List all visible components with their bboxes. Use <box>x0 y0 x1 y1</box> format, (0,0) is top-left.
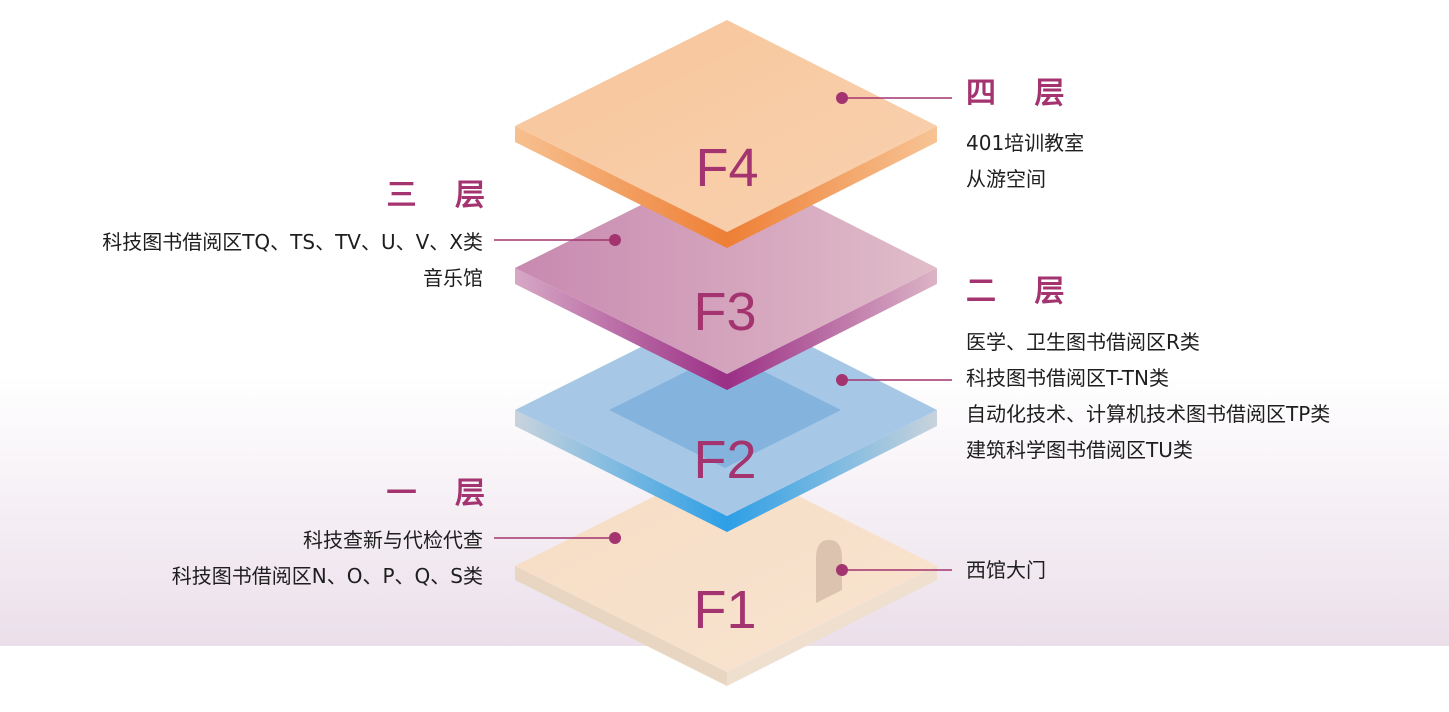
floor-f2-item: 自动化技术、计算机技术图书借阅区TP类 <box>966 402 1331 426</box>
floor-f4-item: 从游空间 <box>966 167 1046 191</box>
floor-f3-item: 音乐馆 <box>423 266 483 290</box>
floor-f4-item: 401培训教室 <box>966 131 1085 155</box>
floor-f2-item: 建筑科学图书借阅区TU类 <box>966 438 1193 462</box>
floor-f2-item: 医学、卫生图书借阅区R类 <box>966 330 1200 354</box>
callout-f2 <box>836 374 952 386</box>
floor-f1-title: 一 层 <box>386 476 499 511</box>
floor-f4-plate <box>515 20 937 248</box>
callout-f3 <box>494 234 621 246</box>
floor-f1-item: 科技查新与代检代查 <box>303 528 483 552</box>
floor-f3-items: 科技图书借阅区TQ、TS、TV、U、V、X类 音乐馆 <box>102 224 483 296</box>
entrance-door-shape <box>816 540 842 603</box>
floor-f1-plate <box>515 460 937 686</box>
entrance-label: 西馆大门 <box>966 558 1046 582</box>
floor-f4-title: 四 层 <box>966 76 1079 111</box>
floor-f2-item: 科技图书借阅区T-TN类 <box>966 366 1169 390</box>
floor-f2-items: 医学、卫生图书借阅区R类 科技图书借阅区T-TN类 自动化技术、计算机技术图书借… <box>966 324 1330 468</box>
floor-f1-item: 科技图书借阅区N、O、P、Q、S类 <box>171 564 483 588</box>
floor-f3-title: 三 层 <box>386 178 499 213</box>
floor-f1-items: 科技查新与代检代查 科技图书借阅区N、O、P、Q、S类 <box>172 522 483 594</box>
callout-f4 <box>836 92 952 104</box>
f2-inner-zone <box>609 352 841 468</box>
floor-f2-title: 二 层 <box>966 274 1079 309</box>
floor-f1-code: F1 <box>693 580 756 640</box>
floor-f4-items: 401培训教室 从游空间 <box>966 125 1084 197</box>
floor-f2-plate <box>515 304 937 532</box>
floor-f2-code: F2 <box>693 430 756 490</box>
floor-f3-plate <box>515 162 937 390</box>
floor-f3-code: F3 <box>693 282 756 342</box>
callout-entrance <box>836 564 952 576</box>
floor-f4-code: F4 <box>695 138 758 198</box>
callout-f1 <box>494 532 621 544</box>
floor-f3-item: 科技图书借阅区TQ、TS、TV、U、V、X类 <box>102 230 483 254</box>
